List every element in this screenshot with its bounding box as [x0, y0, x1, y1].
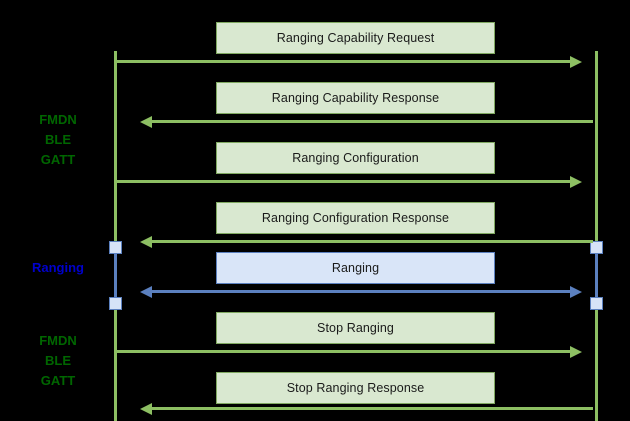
- message-arrow-line-4: [152, 240, 593, 243]
- message-arrow-line-2: [152, 120, 593, 123]
- phase-label-ranging: Ranging: [32, 260, 84, 275]
- message-arrow-head-right-6: [570, 345, 582, 358]
- message-arrow-head-left-2: [140, 115, 152, 128]
- message-arrow-line-1: [117, 60, 570, 63]
- message-box-ranging-capability-response: Ranging Capability Response: [216, 82, 495, 114]
- message-box-stop-ranging: Stop Ranging: [216, 312, 495, 344]
- message-box-ranging-configuration: Ranging Configuration: [216, 142, 495, 174]
- message-arrow-head-left-4: [140, 235, 152, 248]
- message-box-ranging: Ranging: [216, 252, 495, 284]
- left-activation-node-start: [109, 241, 122, 254]
- right-activation-node-end: [590, 297, 603, 310]
- message-arrow-head-right-3: [570, 175, 582, 188]
- message-box-stop-ranging-response: Stop Ranging Response: [216, 372, 495, 404]
- right-activation-node-start: [590, 241, 603, 254]
- message-arrow-line-5: [152, 290, 570, 293]
- left-activation-bar: [114, 247, 117, 304]
- message-arrow-head-right-5: [570, 285, 582, 298]
- message-box-ranging-configuration-response: Ranging Configuration Response: [216, 202, 495, 234]
- message-arrow-head-left-7: [140, 402, 152, 415]
- right-activation-bar: [595, 247, 598, 304]
- message-arrow-line-3: [117, 180, 570, 183]
- message-box-ranging-capability-request: Ranging Capability Request: [216, 22, 495, 54]
- message-arrow-line-7: [152, 407, 593, 410]
- message-arrow-line-6: [117, 350, 570, 353]
- message-arrow-head-left-5: [140, 285, 152, 298]
- phase-label-fmdn-ble-gatt-top: FMDN BLE GATT: [39, 112, 77, 167]
- message-arrow-head-right-1: [570, 55, 582, 68]
- left-lifeline: [114, 51, 117, 421]
- left-activation-node-end: [109, 297, 122, 310]
- phase-label-fmdn-ble-gatt-bottom: FMDN BLE GATT: [39, 333, 77, 388]
- right-lifeline: [595, 51, 598, 421]
